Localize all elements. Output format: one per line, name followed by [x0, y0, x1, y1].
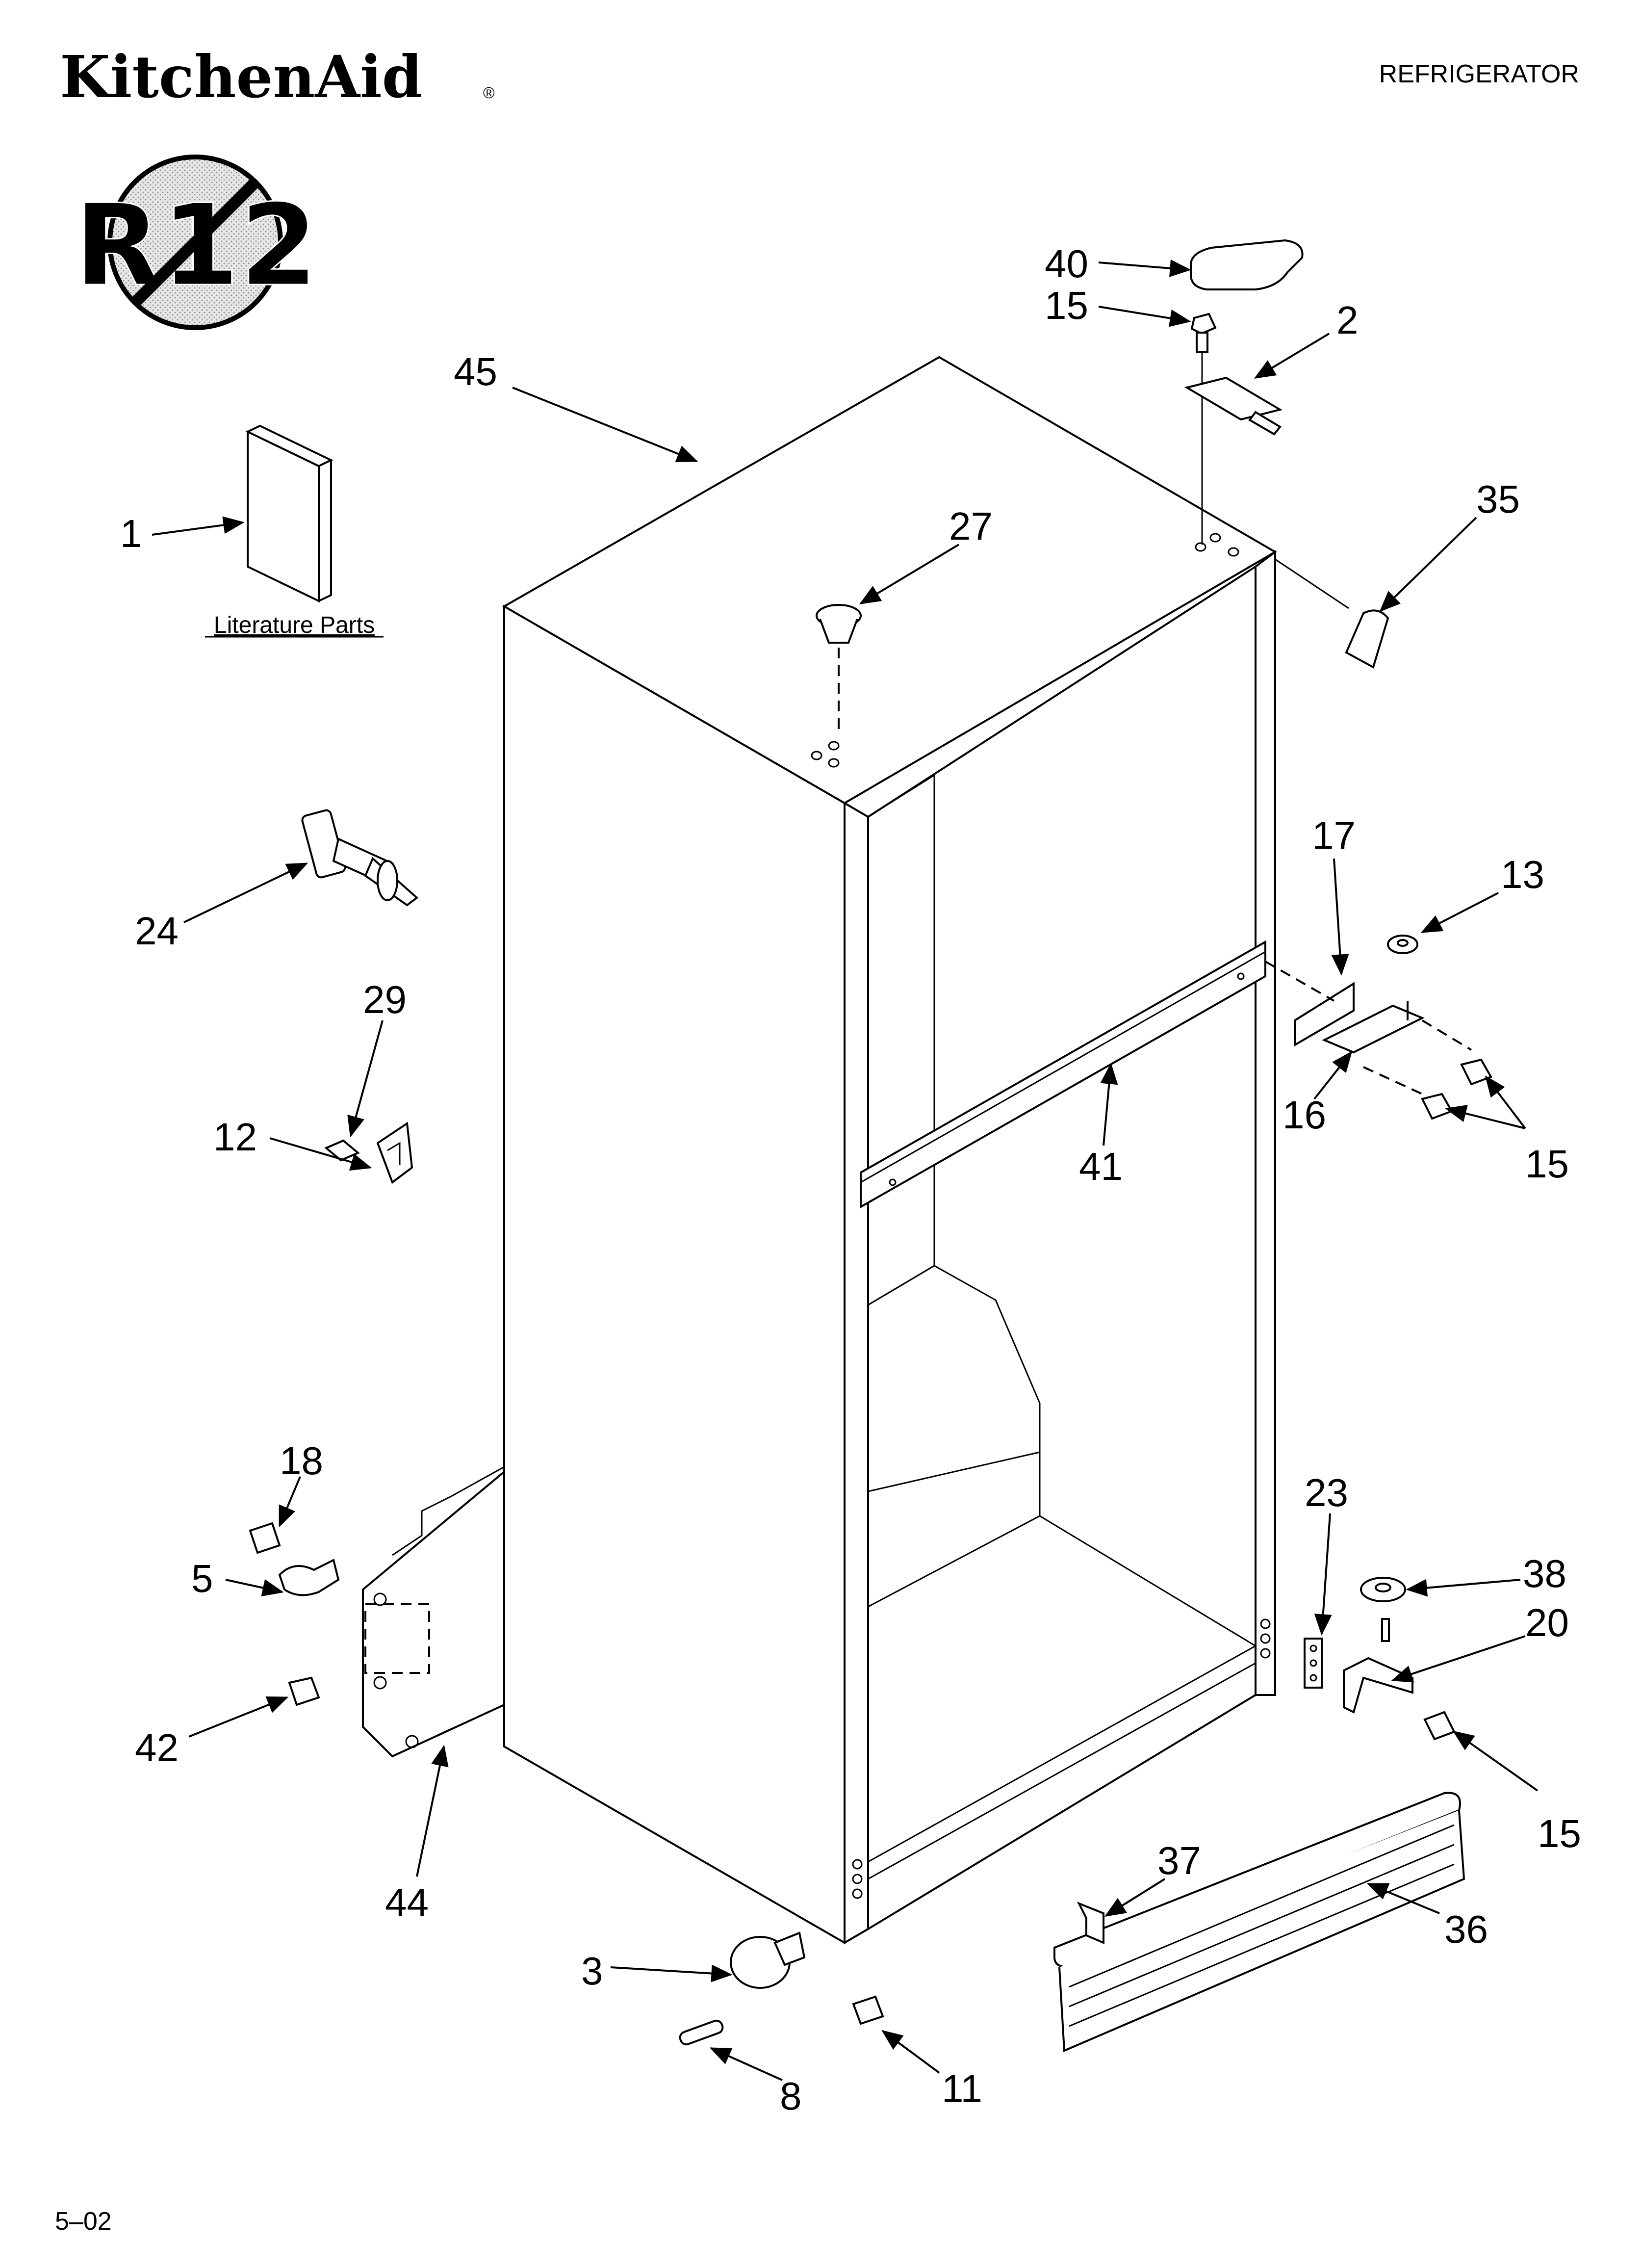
- tubing-clamp: [249, 1522, 340, 1596]
- registered-mark: ®: [483, 84, 495, 102]
- callout-labels: 40 15 2 45 35 1 27 24 17 13 29 12 16 41 …: [120, 242, 1581, 2118]
- callout-17: 17: [1312, 813, 1356, 857]
- literature-parts-label: Literature Parts: [214, 612, 375, 638]
- roller-screw: [852, 1995, 884, 2025]
- callout-1: 1: [120, 512, 142, 555]
- callout-23: 23: [1305, 1471, 1348, 1514]
- callout-12: 12: [213, 1115, 257, 1159]
- top-hinge-cover: [1190, 239, 1304, 290]
- callout-45: 45: [454, 350, 497, 393]
- callout-5: 5: [191, 1557, 213, 1600]
- callout-20: 20: [1525, 1601, 1569, 1644]
- callout-35: 35: [1476, 477, 1520, 521]
- left-side-bracket: [362, 1466, 505, 1758]
- callout-8: 8: [780, 2074, 802, 2118]
- door-stop-lever: [301, 809, 419, 907]
- literature-booklet: [245, 424, 334, 603]
- brand-logo: KitchenAid ®: [60, 43, 495, 111]
- toe-grille: [1053, 1792, 1465, 2052]
- top-plug: [816, 604, 862, 736]
- callout-18: 18: [280, 1439, 323, 1483]
- no-r12-refrigerant-icon: R12: [74, 155, 319, 330]
- wire-clip: [324, 1121, 413, 1184]
- callout-15-low: 15: [1538, 1812, 1581, 1855]
- callout-3: 3: [581, 1949, 603, 1993]
- callout-38: 38: [1523, 1552, 1566, 1595]
- callout-11: 11: [942, 2067, 982, 2111]
- hinge-cap: [1275, 558, 1389, 669]
- callout-40: 40: [1045, 242, 1088, 286]
- grille-clip: [1077, 1902, 1104, 1945]
- callout-29: 29: [363, 978, 407, 1021]
- callout-15-mid: 15: [1525, 1142, 1569, 1186]
- callout-37: 37: [1157, 1839, 1201, 1882]
- top-hinge: [1184, 376, 1283, 436]
- callout-27: 27: [949, 504, 993, 548]
- callout-16: 16: [1283, 1093, 1326, 1137]
- leader-lines: [152, 259, 1539, 2081]
- front-roller: [730, 1931, 806, 1989]
- callout-2: 2: [1336, 298, 1359, 342]
- divider-bar: [860, 940, 1266, 1209]
- brand-name: KitchenAid: [60, 43, 422, 111]
- callout-42: 42: [135, 1726, 179, 1770]
- revision-code: 5–02: [55, 2207, 112, 2236]
- refrigerator-cabinet: [502, 356, 1277, 1945]
- center-hinge-assembly: [1265, 935, 1492, 1120]
- bracket-screw: [288, 1676, 320, 1706]
- callout-44: 44: [385, 1880, 429, 1924]
- bottom-hinge-assembly: [1304, 1577, 1456, 1741]
- callout-13: 13: [1501, 853, 1544, 896]
- product-type-heading: REFRIGERATOR: [1379, 60, 1579, 88]
- roller-pin: [679, 2019, 724, 2046]
- callout-41: 41: [1079, 1145, 1123, 1188]
- callout-15-top: 15: [1045, 284, 1088, 327]
- callout-24: 24: [135, 909, 179, 953]
- callout-36: 36: [1444, 1907, 1488, 1951]
